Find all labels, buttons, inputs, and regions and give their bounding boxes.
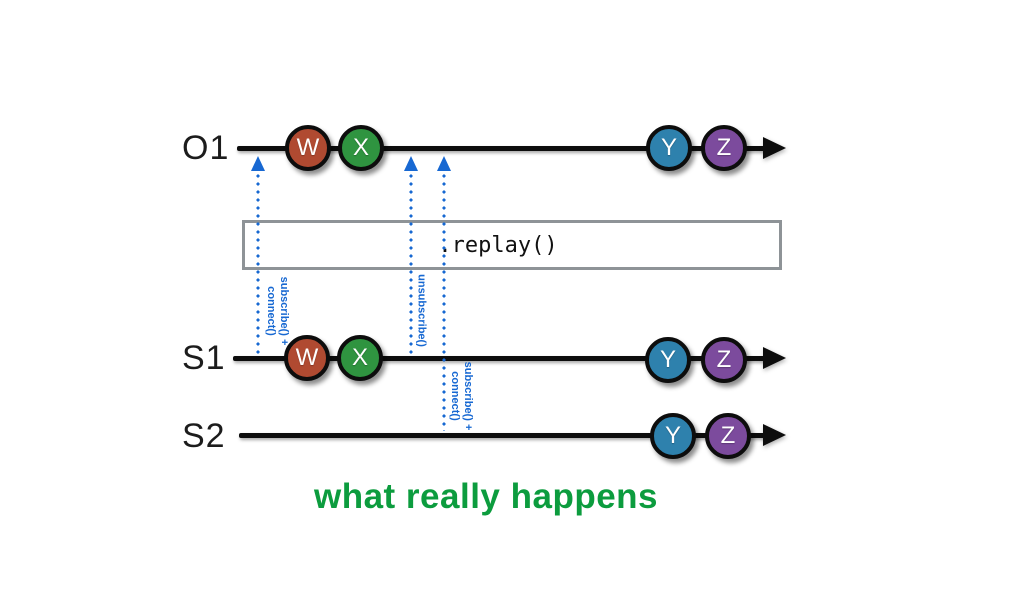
timeline-line-s1: [233, 356, 767, 361]
up-arrowhead-icon: [437, 156, 451, 171]
dotted-line: [442, 173, 446, 431]
marble-letter: Y: [664, 422, 681, 449]
dotted-line: [409, 173, 413, 355]
timeline-label-s1: S1: [182, 339, 226, 377]
marble-letter: Y: [660, 134, 677, 161]
annotation-subscribe-connect-s2: subscribe() + connect(): [449, 361, 474, 431]
marble-s1-y: Y: [645, 337, 691, 383]
marble-s1-z: Z: [701, 337, 747, 383]
marble-o1-x: X: [338, 125, 384, 171]
marble-s2-y: Y: [650, 413, 696, 459]
up-arrowhead-icon: [404, 156, 418, 171]
up-arrowhead-icon: [251, 156, 265, 171]
marble-letter: X: [351, 344, 368, 371]
marble-o1-y: Y: [646, 125, 692, 171]
marble-letter: Y: [659, 346, 676, 373]
timeline-line-s2: [239, 433, 767, 438]
timeline-arrowhead-o1-icon: [763, 137, 786, 159]
marble-s2-z: Z: [705, 413, 751, 459]
marble-letter: Z: [716, 134, 732, 161]
replay-operator-label: .replay(): [438, 232, 558, 258]
marble-letter: X: [352, 134, 369, 161]
replay-operator-box: .replay(): [242, 220, 782, 270]
marble-letter: Z: [716, 346, 732, 373]
annotation-subscribe-connect-s1: subscribe() + connect(): [265, 276, 290, 346]
marble-s1-w: W: [284, 335, 330, 381]
marble-s1-x: X: [337, 335, 383, 381]
marble-o1-z: Z: [701, 125, 747, 171]
marble-o1-w: W: [285, 125, 331, 171]
marble-letter: W: [295, 344, 319, 371]
annotation-unsubscribe-s1: unsubscribe(): [415, 274, 428, 347]
diagram-title: what really happens: [313, 477, 659, 516]
marble-letter: Z: [720, 422, 736, 449]
timeline-label-s2: S2: [182, 417, 226, 455]
timeline-arrowhead-s1-icon: [763, 347, 786, 369]
timeline-label-o1: O1: [182, 129, 230, 167]
timeline-arrowhead-s2-icon: [763, 424, 786, 446]
marble-letter: W: [296, 134, 320, 161]
dotted-line: [256, 173, 260, 355]
timeline-line-o1: [237, 146, 767, 151]
